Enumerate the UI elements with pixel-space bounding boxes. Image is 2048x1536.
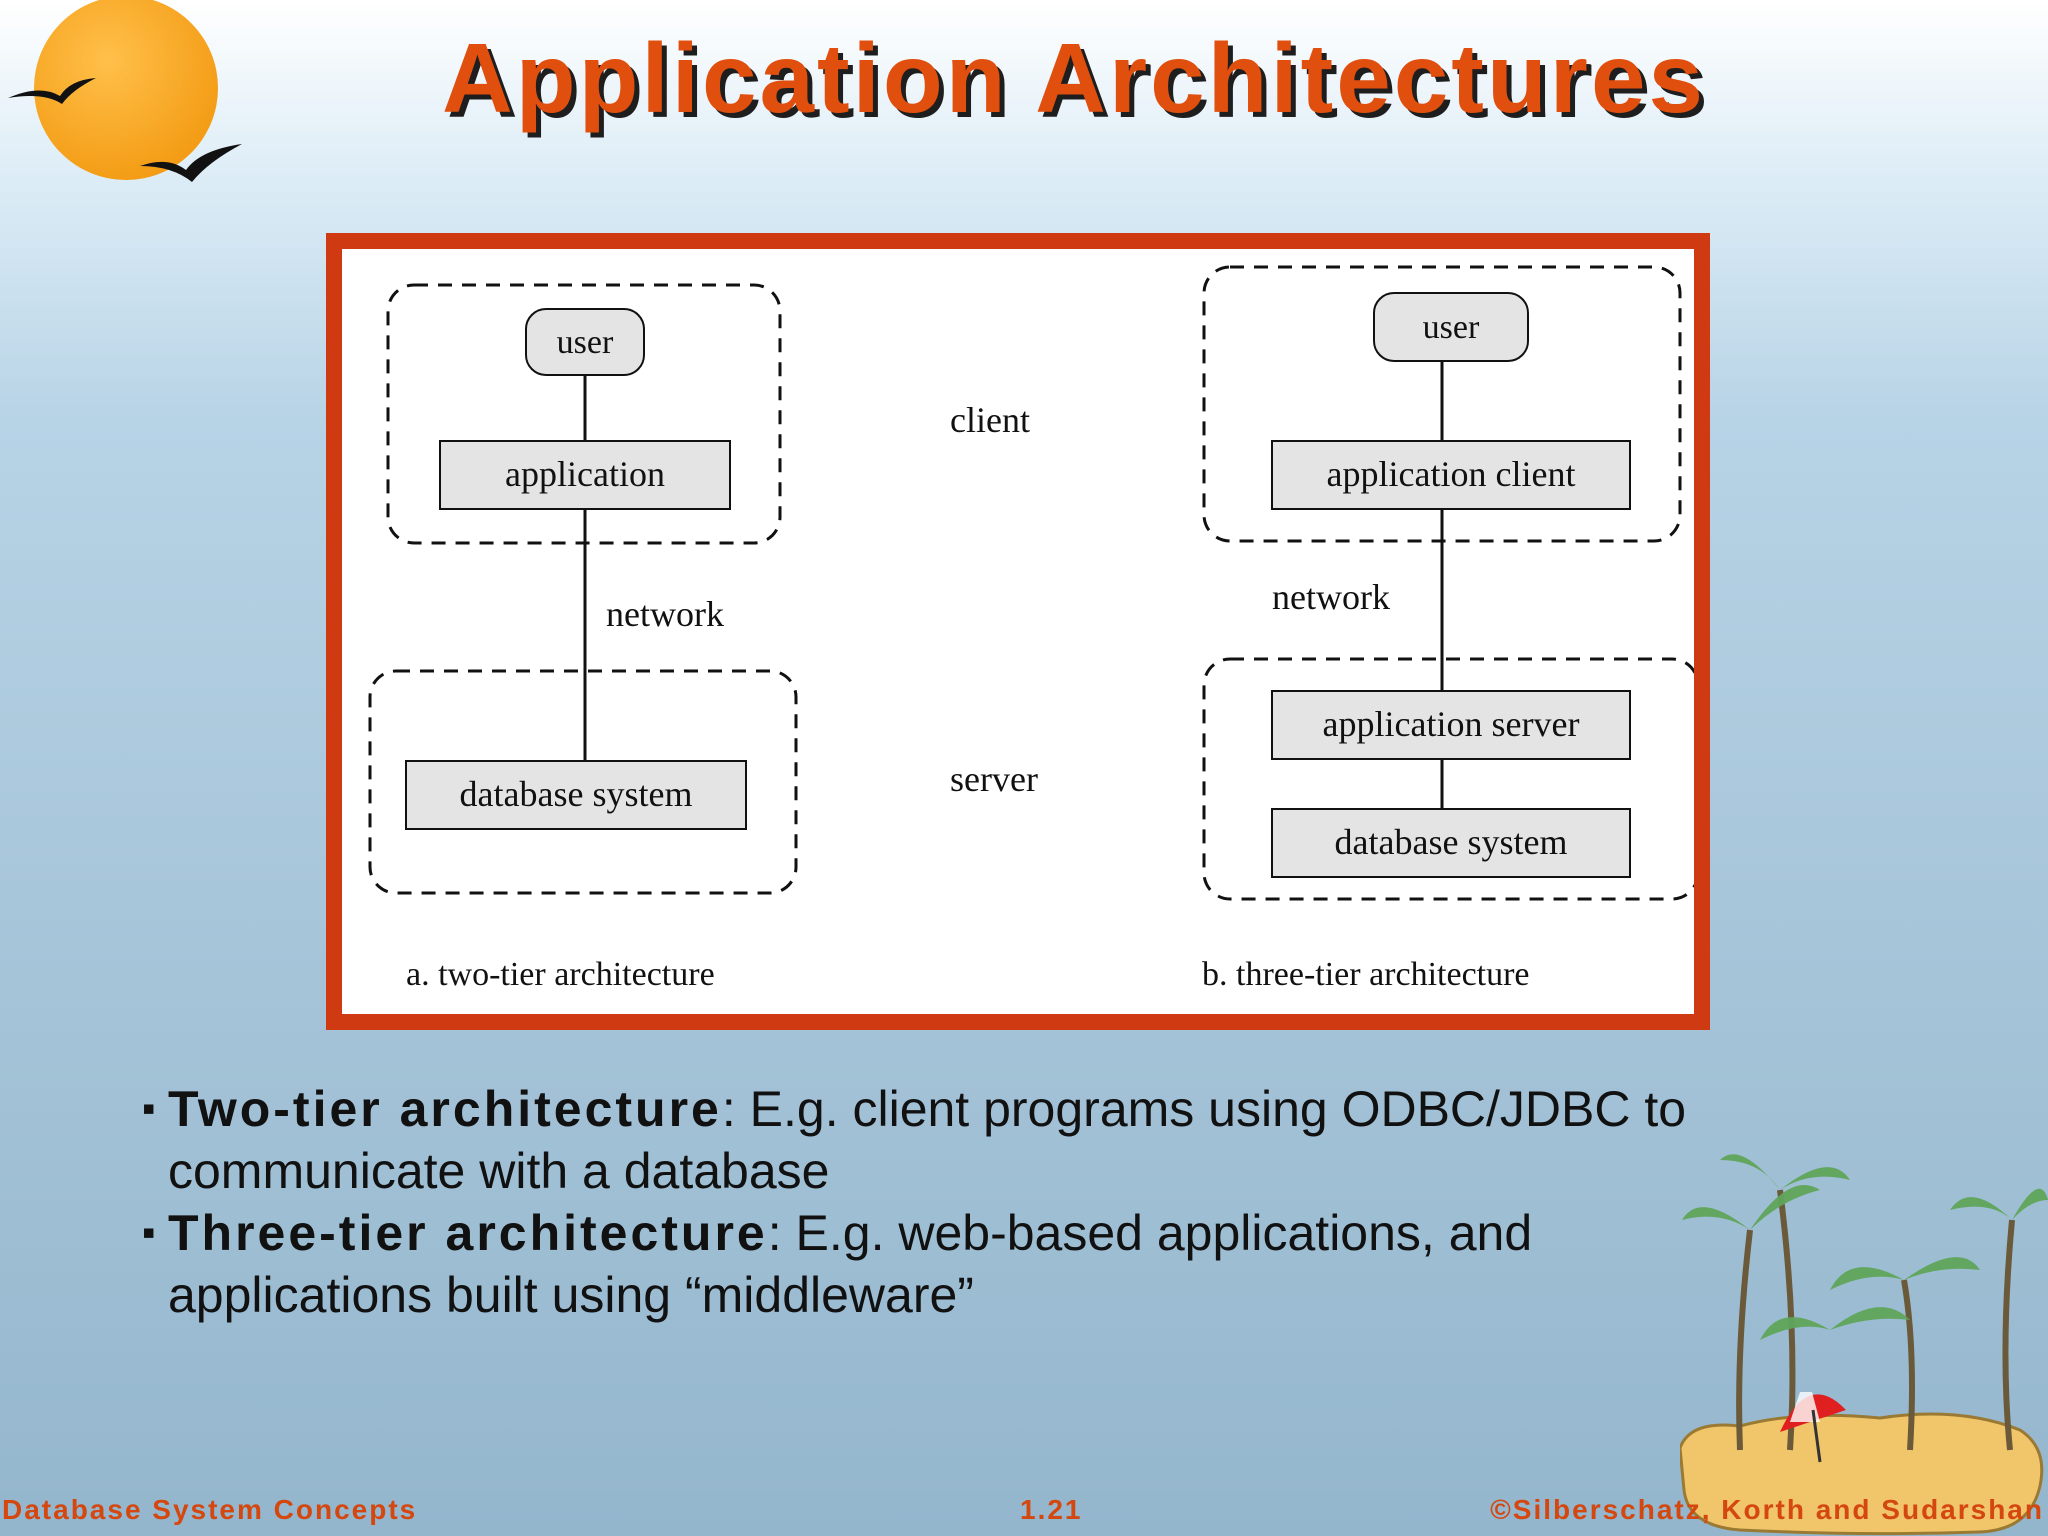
three-tier-server-group: [1202, 657, 1694, 901]
bullet-list: ▪ Two-tier architecture: E.g. client pro…: [138, 1078, 1778, 1326]
bullet-three-tier: ▪ Three-tier architecture: E.g. web-base…: [138, 1202, 1778, 1326]
three-tier-application-client-node: [1271, 440, 1631, 510]
footer-copyright: ©Silberschatz, Korth and Sudarshan: [1490, 1494, 2044, 1525]
three-tier-application-server-node: [1271, 690, 1631, 760]
palm-island-decoration: [1680, 1154, 2048, 1536]
bullet-marker: ▪: [142, 1088, 156, 1130]
footer-page-number: 1.21: [1020, 1494, 1083, 1525]
bullet-two-tier: ▪ Two-tier architecture: E.g. client pro…: [138, 1078, 1778, 1202]
bullet-text: : E.g. web-based applications, and: [767, 1205, 1533, 1261]
bullet-text-continued: applications built using “middleware”: [168, 1267, 974, 1323]
bullet-term: Three-tier architecture: [168, 1205, 768, 1261]
slide-title: Application Architectures: [442, 23, 1706, 133]
client-tier-label: client: [950, 400, 1030, 440]
three-tier-user-label: user: [1423, 309, 1480, 346]
bullet-text: : E.g. client programs using ODBC/JDBC t…: [721, 1081, 1687, 1137]
two-tier-application-label: application: [505, 454, 665, 494]
two-tier-user-node: [525, 308, 645, 376]
three-tier-application-server-label: application server: [1323, 704, 1580, 744]
server-tier-label: server: [950, 759, 1038, 799]
two-tier-application-node: [439, 440, 731, 510]
two-tier-database-node: [405, 760, 747, 830]
three-tier-network-label: network: [1272, 577, 1390, 617]
sun-birds-logo: [8, 0, 242, 182]
bullet-term: Two-tier architecture: [168, 1081, 722, 1137]
bullet-text-continued: communicate with a database: [168, 1143, 830, 1199]
two-tier-caption: a. two-tier architecture: [406, 956, 715, 993]
two-tier-network-label: network: [606, 594, 724, 634]
slide-footer: Database System Concepts 1.21 ©Silbersch…: [0, 1494, 2048, 1528]
architecture-figure: user application network database system…: [326, 233, 1710, 1030]
three-tier-user-node: [1373, 292, 1529, 362]
three-tier-database-label: database system: [1335, 822, 1568, 862]
two-tier-user-label: user: [557, 324, 614, 361]
bullet-marker: ▪: [142, 1212, 156, 1254]
three-tier-caption: b. three-tier architecture: [1202, 956, 1530, 993]
three-tier-database-node: [1271, 808, 1631, 878]
footer-book-title: Database System Concepts: [2, 1494, 418, 1525]
two-tier-database-label: database system: [460, 774, 693, 814]
three-tier-application-client-label: application client: [1327, 454, 1576, 494]
